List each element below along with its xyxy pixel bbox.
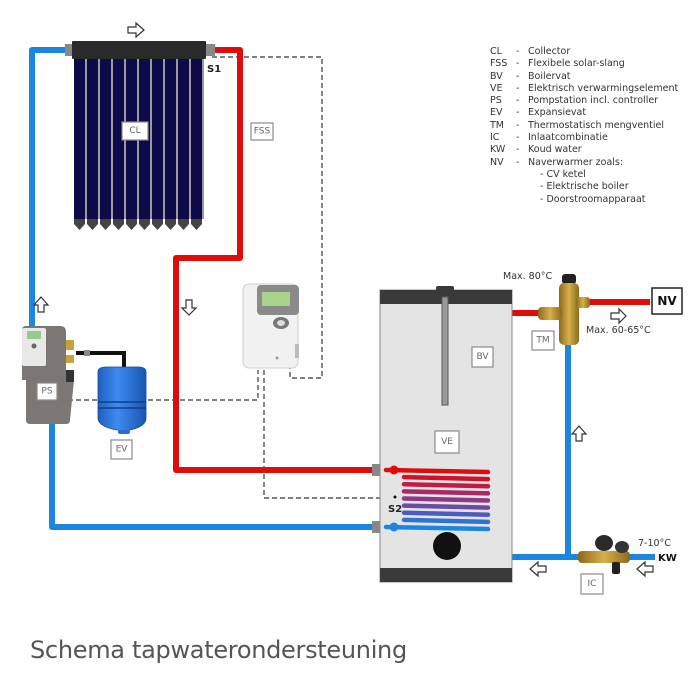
legend-abbr: CL: [490, 46, 502, 57]
sensor-s1: S1: [207, 64, 221, 75]
legend-desc: Boilervat: [528, 70, 571, 82]
label-ic: IC: [588, 579, 597, 589]
flow-arrow-down-icon: [180, 299, 198, 316]
legend-abbr: VE: [490, 82, 503, 94]
coil-winding: [401, 474, 491, 482]
collector-tube: [191, 59, 202, 219]
inlet-combination-valve: [578, 535, 630, 574]
legend-desc: Flexibele solar-slang: [528, 58, 625, 70]
legend-item: BV -Boilervat: [490, 71, 678, 83]
sensor-cable-s1: [212, 56, 323, 379]
thermostatic-mixing-valve: [538, 274, 590, 345]
cold-return-pipe: [29, 47, 380, 530]
sensor-s2: S2: [388, 504, 402, 515]
solar-controller: [242, 283, 299, 369]
legend-item: CL -Collector: [490, 46, 678, 58]
label-ev: EV: [116, 445, 129, 455]
collector-tube: [100, 59, 111, 219]
legend-separator: -: [516, 119, 520, 131]
collector-tube: [152, 59, 163, 219]
legend-desc: Collector: [528, 46, 571, 57]
legend-abbr: TM: [490, 119, 504, 131]
label-kw: KW: [658, 553, 677, 564]
collector-tube: [178, 59, 189, 219]
flow-arrow-up-icon: [32, 296, 50, 313]
collector-tube: [113, 59, 124, 219]
legend-desc: Expansievat: [528, 107, 587, 119]
label-ps: PS: [41, 387, 52, 397]
legend-desc: Naverwarmer zoals:: [528, 156, 624, 168]
legend-abbr: BV: [490, 70, 503, 82]
label-tm: TM: [535, 336, 549, 346]
legend-abbr: KW: [490, 144, 506, 156]
collector-tube: [165, 59, 176, 219]
legend-abbr: FSS: [490, 58, 508, 70]
legend-abbr: PS: [490, 95, 502, 107]
pump-station: [22, 326, 74, 424]
legend-subitem: - CV ketel: [540, 168, 586, 180]
flow-arrow-up-icon: [570, 425, 588, 442]
legend-subitem: - Doorstroomapparaat: [540, 193, 646, 205]
flow-arrow-left-icon: [636, 560, 654, 578]
legend-desc: Inlaatcombinatie: [528, 132, 608, 144]
sensor-cable-s2: [263, 370, 384, 499]
legend-separator: -: [516, 70, 520, 82]
legend-subitem: - Elektrische boiler: [540, 181, 629, 193]
temp-max-boiler-out: Max. 80°C: [503, 271, 553, 282]
solar-flow-pipe: [173, 47, 380, 473]
legend-abbr: IC: [490, 132, 500, 144]
legend-abbr: NV: [490, 156, 504, 168]
legend-separator: -: [516, 132, 520, 144]
legend-separator: -: [516, 82, 520, 94]
coil-winding: [383, 524, 491, 532]
flow-arrow-left-icon: [529, 560, 547, 578]
temp-max-mixed: Max. 60-65°C: [586, 325, 651, 336]
label-bv: BV: [476, 352, 489, 362]
coil-winding: [401, 489, 491, 496]
cold-water-main: [512, 345, 655, 560]
legend-item: EV -Expansievat: [490, 107, 678, 119]
flow-arrow-right-icon: [610, 307, 627, 325]
coil-winding: [401, 503, 491, 510]
legend-separator: -: [516, 58, 520, 70]
collector-tube: [74, 59, 85, 219]
label-cl: CL: [129, 126, 140, 136]
coil-winding: [383, 467, 491, 475]
collector-tube: [87, 59, 98, 219]
legend-item: NV-Naverwarmer zoals:: [490, 157, 678, 169]
control-cable-ps: [60, 370, 259, 401]
coil-winding: [401, 496, 491, 503]
legend-item: IC -Inlaatcombinatie: [490, 132, 678, 144]
diagram-caption: Schema tapwaterondersteuning: [30, 636, 407, 664]
label-ve: VE: [441, 437, 453, 447]
legend-abbr: EV: [490, 107, 503, 119]
coil-winding: [401, 510, 491, 517]
legend-item: TM-Thermostatisch mengventiel: [490, 120, 678, 132]
heat-exchanger-coil: [383, 465, 491, 532]
label-nv: NV: [657, 294, 677, 308]
legend-separator: -: [516, 46, 520, 57]
temp-cold-water: 7-10°C: [638, 538, 671, 549]
legend-separator: -: [516, 144, 520, 156]
legend-desc: Pompstation incl. controller: [528, 95, 659, 107]
legend-desc: Koud water: [528, 144, 582, 156]
coil-winding: [401, 517, 491, 525]
legend-separator: -: [516, 156, 520, 168]
legend-item: PS -Pompstation incl. controller: [490, 95, 678, 107]
legend-desc: Thermostatisch mengventiel: [528, 119, 665, 131]
legend-item: VE -Elektrisch verwarmingselement: [490, 83, 678, 95]
coil-winding: [401, 482, 491, 489]
legend-separator: -: [516, 107, 520, 119]
label-fss: FSS: [254, 127, 271, 137]
legend-separator: -: [516, 95, 520, 107]
legend-desc: Elektrisch verwarmingselement: [528, 82, 679, 94]
legend-item: KW-Koud water: [490, 144, 678, 156]
expansion-vessel: [76, 350, 147, 434]
legend-item: FSS-Flexibele solar-slang: [490, 58, 678, 70]
flow-arrow-right-icon: [127, 21, 145, 39]
